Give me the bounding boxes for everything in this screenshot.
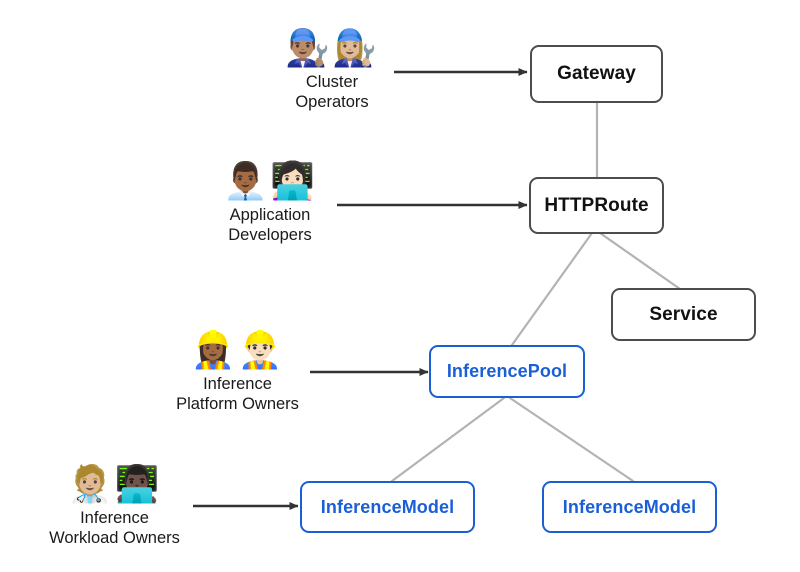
application-developers-label-line2: Developers: [228, 226, 312, 244]
node-gateway-label: Gateway: [557, 63, 636, 84]
link-inferencepool-model-2: [508, 396, 635, 483]
inference-workload-owners-emoji-pair: 🧑🏼‍⚕️👨🏿‍💻: [67, 464, 162, 505]
node-service[interactable]: Service: [611, 288, 756, 341]
node-inferencepool[interactable]: InferencePool: [429, 345, 585, 398]
node-inferencemodel-1[interactable]: InferenceModel: [300, 481, 475, 533]
link-httproute-service: [598, 231, 682, 291]
node-gateway[interactable]: Gateway: [530, 45, 663, 103]
node-httproute[interactable]: HTTPRoute: [529, 177, 664, 234]
inference-platform-owners-emoji-pair: 👷🏾‍♀️👷🏻‍♂️: [190, 330, 285, 371]
persona-application-developers: 👨🏾‍💼👩🏻‍💻 Application Developers: [196, 161, 344, 245]
node-httproute-label: HTTPRoute: [544, 194, 649, 216]
inference-workload-owners-label-line1: Inference: [80, 509, 149, 527]
inference-platform-owners-label-line2: Platform Owners: [176, 395, 299, 413]
persona-inference-workload-owners: 🧑🏼‍⚕️👨🏿‍💻 Inference Workload Owners: [32, 464, 197, 548]
node-inferencemodel-1-label: InferenceModel: [320, 496, 455, 517]
inference-platform-owners-label: Inference Platform Owners: [176, 374, 299, 414]
node-inferencemodel-2-label: InferenceModel: [562, 496, 697, 517]
node-service-label: Service: [649, 303, 718, 325]
inference-workload-owners-label-line2: Workload Owners: [49, 529, 180, 547]
node-inferencepool-label: InferencePool: [446, 361, 568, 381]
inference-workload-owners-label: Inference Workload Owners: [49, 508, 180, 548]
application-developers-label: Application Developers: [228, 205, 311, 245]
link-inferencepool-model-1: [390, 396, 506, 483]
persona-inference-platform-owners: 👷🏾‍♀️👷🏻‍♂️ Inference Platform Owners: [155, 330, 320, 414]
cluster-operators-label-line2: Operators: [295, 93, 369, 111]
application-developers-emoji-pair: 👨🏾‍💼👩🏻‍💻: [223, 161, 317, 202]
cluster-operators-label-line1: Cluster: [305, 73, 359, 91]
cluster-operators-emoji-pair: 👨🏽‍🔧👩🏼‍🔧: [285, 28, 379, 69]
inference-platform-owners-label-line1: Inference: [203, 375, 272, 393]
cluster-operators-label: Cluster Operators: [295, 72, 368, 112]
link-httproute-inferencepool: [510, 231, 594, 347]
node-inferencemodel-2[interactable]: InferenceModel: [542, 481, 717, 533]
application-developers-label-line1: Application: [229, 206, 311, 224]
persona-cluster-operators: 👨🏽‍🔧👩🏼‍🔧 Cluster Operators: [258, 28, 406, 112]
